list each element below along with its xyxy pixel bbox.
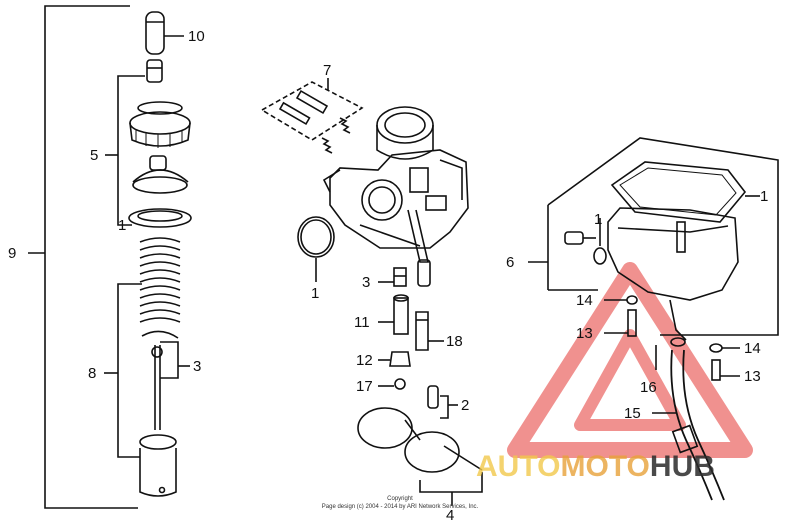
callout-15: 15 [624, 405, 641, 422]
watermark-logo-text: AUTOMOTOHUB [476, 450, 715, 483]
callout-14-b: 14 [744, 340, 761, 357]
left-assembly [28, 5, 192, 509]
callout-7: 7 [323, 62, 331, 79]
watermark-hub: HUB [650, 450, 715, 483]
right-assembly [528, 137, 779, 501]
callout-17: 17 [356, 378, 373, 395]
callout-3-left: 3 [193, 358, 201, 375]
callout-1-left: 1 [118, 217, 126, 234]
callout-5: 5 [90, 147, 98, 164]
center-assembly [260, 78, 483, 506]
copyright-line-2: Page design (c) 2004 - 2014 by ARI Netwo… [322, 504, 479, 510]
callout-12: 12 [356, 352, 373, 369]
callout-16: 16 [640, 379, 657, 396]
callout-14-a: 14 [576, 292, 593, 309]
watermark-moto: MOTO [560, 450, 649, 483]
callout-8: 8 [88, 365, 96, 382]
callout-1-right-top: 1 [760, 188, 768, 205]
watermark-triangle [507, 262, 753, 458]
callout-11: 11 [354, 314, 370, 331]
callout-13-a: 13 [576, 325, 593, 342]
watermark-auto: AUTO [476, 450, 560, 483]
callout-4: 4 [446, 507, 454, 524]
copyright-line-1: Copyright [387, 496, 413, 502]
callout-3-mid: 3 [362, 274, 370, 291]
callout-1-right-small: 1 [594, 211, 602, 228]
callout-6: 6 [506, 254, 514, 271]
callout-9: 9 [8, 245, 16, 262]
callout-13-b: 13 [744, 368, 761, 385]
callout-1-mid: 1 [311, 285, 319, 302]
callout-18: 18 [446, 333, 463, 350]
callout-10: 10 [188, 28, 205, 45]
callout-labels: 10 5 1 9 8 3 7 1 3 11 18 12 17 2 4 1 1 6… [8, 28, 768, 524]
callout-2: 2 [461, 397, 469, 414]
